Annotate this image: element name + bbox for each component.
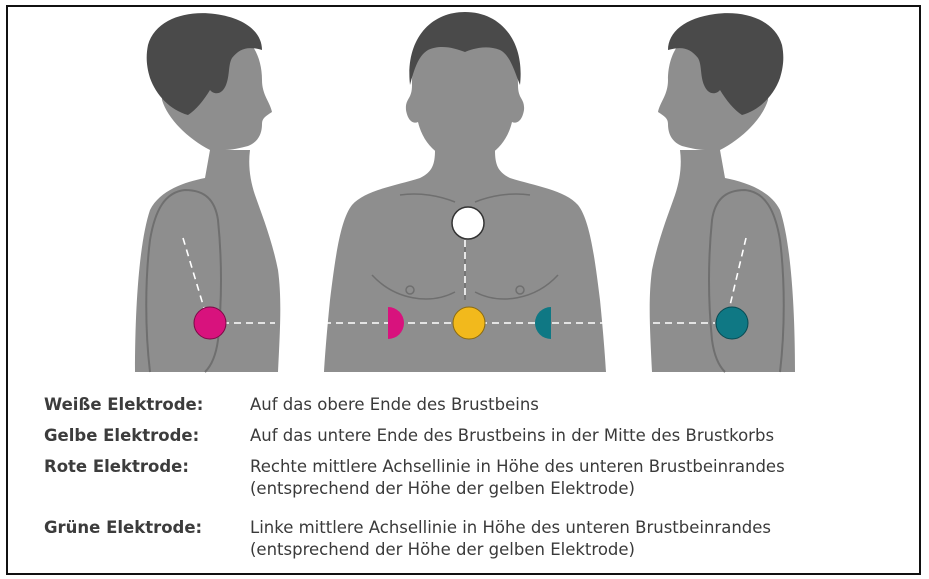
- right-figure-body: [650, 150, 795, 372]
- legend-desc-red: Rechte mittlere Achsellinie in Höhe des …: [250, 456, 785, 500]
- legend-label-red: Rote Elektrode:: [44, 456, 250, 500]
- legend-label-green: Grüne Elektrode:: [44, 517, 250, 561]
- legend-label-yellow: Gelbe Elektrode:: [44, 425, 250, 447]
- red-electrode-left-view: [194, 307, 226, 339]
- white-electrode: [452, 207, 484, 239]
- legend-row-green: Grüne Elektrode: Linke mittlere Achselli…: [44, 517, 771, 561]
- green-electrode-right-view: [716, 307, 748, 339]
- legend-row-red: Rote Elektrode: Rechte mittlere Achselli…: [44, 456, 785, 500]
- electrode-placement-illustration: [0, 0, 929, 390]
- yellow-electrode: [453, 307, 485, 339]
- legend-row-white: Weiße Elektrode: Auf das obere Ende des …: [44, 394, 539, 416]
- legend-row-yellow: Gelbe Elektrode: Auf das untere Ende des…: [44, 425, 774, 447]
- legend-desc-green: Linke mittlere Achsellinie in Höhe des u…: [250, 517, 771, 561]
- legend-label-white: Weiße Elektrode:: [44, 394, 250, 416]
- legend-desc-white: Auf das obere Ende des Brustbeins: [250, 394, 539, 416]
- legend-desc-yellow: Auf das untere Ende des Brustbeins in de…: [250, 425, 774, 447]
